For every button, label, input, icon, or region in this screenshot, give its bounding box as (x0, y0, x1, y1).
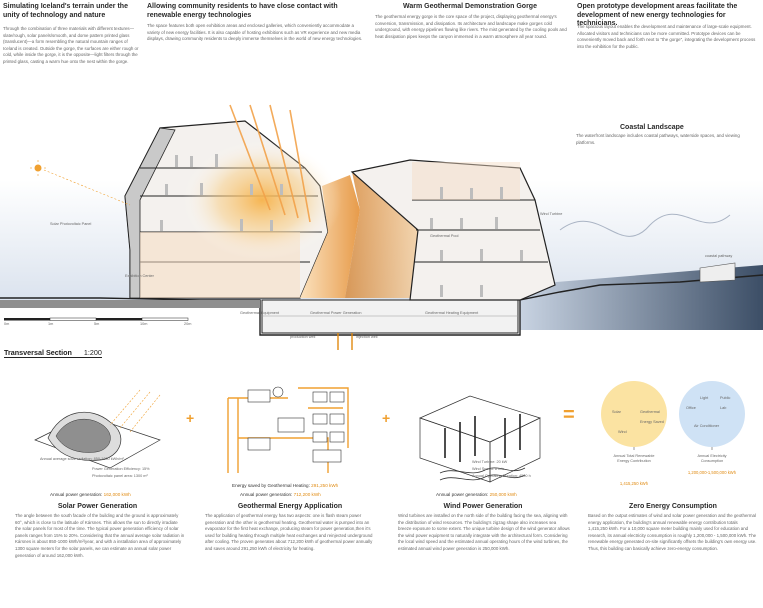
wind-turbine-icon (559, 213, 731, 237)
heading-terrain: Simulating Iceland's terrain under the u… (3, 3, 128, 19)
wind-legend-3: Annual Operating Duration: 4500 h (472, 474, 531, 478)
zero-right-caption: Annual Electricity Consumption (697, 454, 727, 464)
gorge-left-wall (300, 175, 360, 298)
right-floors (412, 199, 548, 263)
scale-tick-4: 20m (184, 322, 192, 326)
sun-icon (34, 164, 42, 172)
zero-left-label-3: Wind (618, 430, 627, 434)
scale-bar (4, 317, 189, 321)
light-rays (229, 104, 311, 223)
zero-energy-diagram (601, 381, 745, 450)
zero-left-label-4: Energy Saved (640, 420, 664, 424)
text-community: The space features both open exhibition … (147, 23, 363, 42)
heading-gorge: Warm Geothermal Demonstration Gorge (403, 3, 537, 10)
ground-hatch-left (0, 300, 260, 308)
zero-right-label-3: Office (686, 406, 696, 410)
heading-prototype: Open prototype development areas facilit… (577, 3, 738, 27)
heading-community: Allowing community residents to have clo… (147, 3, 338, 19)
zero-left-label-2: Geothermal (640, 410, 660, 414)
wind-diagram (419, 395, 541, 483)
zero-right-label-1: Light (700, 396, 709, 400)
solar-title: Solar Power Generation (57, 503, 138, 510)
label-wind-turbine: Wind Turbine (540, 212, 563, 216)
geo-saved-line: Energy saved by Geothermal Heating: 291,… (232, 483, 339, 488)
zero-left-label-1: Solar (612, 410, 621, 414)
geo-annual-line: Annual power generation: 712,200 kWh (240, 492, 321, 497)
transversal-section-drawing (0, 104, 763, 350)
scale-tick-2: 5m (94, 322, 100, 326)
text-terrain: Through the combination of three materia… (3, 26, 139, 64)
sun-rays (30, 160, 131, 206)
text-prototype: The spacious layout enables the developm… (577, 24, 756, 49)
warm-glow (182, 140, 342, 260)
zero-right-label-5: Air Conditioner (694, 424, 720, 428)
solar-annual-line: Annual power generation: 162,000 kWh (50, 492, 131, 497)
solar-legend-2: Power Generation Efficiency: 15% (92, 467, 150, 471)
label-coastal-path: coastal pathway (705, 254, 733, 258)
label-geo-heating: Geothermal Heating Equipment (425, 311, 479, 315)
wind-title: Wind Power Generation (443, 503, 523, 510)
scale-tick-0: 0m (4, 322, 10, 326)
ground-line (0, 274, 763, 336)
viewing-platform (699, 262, 736, 283)
solar-diagram (34, 389, 161, 469)
text-gorge: The geothermal energy gorge is the core … (375, 14, 567, 39)
basement (261, 299, 519, 334)
solar-legend-3: Photovoltaic panel area: 1300 m² (92, 474, 148, 478)
people-figures (160, 154, 523, 297)
section-title-underline (4, 357, 102, 358)
renewable-circle (601, 381, 667, 447)
wind-legend-1: Wind Turbine: 20 kW (472, 460, 508, 464)
label-production-well: production well (290, 335, 316, 339)
wind-legend-2: Wind Speed: 6 m/s (472, 467, 505, 471)
label-geo-equipment: Geothermal Equipment (240, 311, 280, 315)
geothermal-diagram (227, 386, 349, 473)
wind-text: Wind turbines are installed on the north… (398, 513, 570, 551)
wind-annual-line: Annual power generation: 250,000 kWh (436, 492, 517, 497)
label-exhibition: Exhibition Center (125, 274, 154, 278)
geo-title: Geothermal Energy Application (237, 503, 343, 510)
label-solar-panel: Solar Photovoltaic Panel (50, 222, 92, 226)
plus-sign-1: + (186, 410, 195, 426)
zero-left-value: 1,415,250 kWh (619, 481, 649, 486)
zero-text: Based on the output estimates of wind an… (588, 513, 757, 551)
solar-text: The angle between the south facade of th… (15, 513, 185, 558)
solar-legend-1: Annual average solar radiation: 850-1000… (40, 457, 124, 461)
zero-right-label-2: Public (720, 396, 731, 400)
label-geo-power: Geothermal Power Generation (310, 311, 362, 315)
scale-tick-3: 10m (140, 322, 148, 326)
zero-right-value: 1,200,000-1,500,000 kWh (687, 470, 737, 475)
label-injection-well: injection well (356, 335, 378, 339)
consumption-circle (679, 381, 745, 447)
equals-sign: = (563, 404, 575, 426)
section-title: Transversal Section 1:200 (4, 348, 102, 357)
heading-coastal: Coastal Landscape (620, 124, 684, 131)
scale-tick-1: 1m (48, 322, 54, 326)
zero-title: Zero Energy Consumption (629, 503, 717, 510)
plus-sign-2: + (382, 410, 391, 426)
geo-text: The application of geothermal energy has… (205, 513, 373, 551)
zero-right-label-4: Lab (720, 406, 727, 410)
zero-left-caption: Annual Total Renewable Energy Contributi… (613, 454, 655, 464)
text-coastal: The waterfront landscape includes coasta… (576, 133, 740, 145)
label-geothermal-pool: Geothermal Pool (430, 234, 459, 238)
